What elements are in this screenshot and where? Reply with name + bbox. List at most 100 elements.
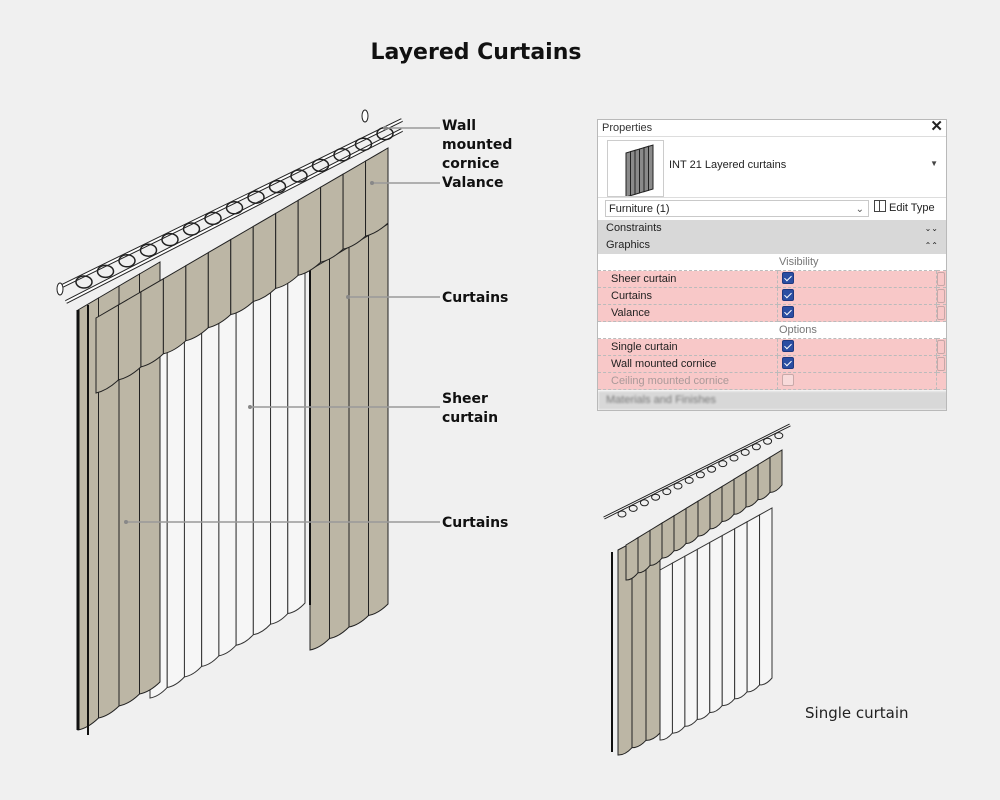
- param-row-wall-mounted-cornice: Wall mounted cornice: [598, 355, 946, 373]
- valance-pleat: [275, 199, 299, 290]
- expand-icon: ⌄⌄: [924, 224, 938, 233]
- curtain-ring: [75, 275, 93, 289]
- small-curtain-ring: [763, 437, 773, 445]
- param-label: Wall mounted cornice: [598, 355, 778, 373]
- group-visibility: Visibility: [598, 254, 946, 271]
- properties-header: Properties ✕: [598, 120, 946, 137]
- properties-panel: Properties ✕ INT 21 Layered curtains ▼ F…: [597, 119, 947, 411]
- sheer-curtain-pleat: [270, 272, 289, 625]
- valance-pleat: [252, 212, 277, 303]
- param-label: Ceiling mounted cornice: [598, 372, 778, 390]
- param-row-valance: Valance: [598, 304, 946, 322]
- checkbox-valance[interactable]: [781, 306, 794, 318]
- leader-dot: [346, 295, 350, 299]
- left-curtain-pleat: [139, 261, 161, 695]
- sheer-curtain-pleat: [252, 283, 272, 636]
- small-valance-pleat: [745, 463, 759, 508]
- associate-parameter-button[interactable]: [936, 356, 945, 371]
- thumb-curtain-pleat: [630, 149, 636, 197]
- thumb-curtain-pleat: [625, 150, 631, 198]
- small-sheer-curtain-pleat: [684, 548, 698, 727]
- section-constraints[interactable]: Constraints ⌄⌄: [598, 220, 946, 237]
- category-filter-value: Furniture (1): [609, 203, 670, 215]
- param-label: Valance: [598, 304, 778, 322]
- checkbox-sheer-curtain[interactable]: [781, 272, 794, 284]
- small-valance-pleat: [757, 456, 771, 501]
- small-curtain-ring: [718, 460, 728, 468]
- small-valance-pleat: [637, 529, 651, 574]
- sheer-curtain-pleat: [201, 314, 220, 667]
- group-options-label: Options: [777, 321, 936, 339]
- section-constraints-label: Constraints: [606, 222, 662, 234]
- curtain-ring: [268, 179, 287, 194]
- small-sheer-curtain-pleat: [709, 534, 723, 713]
- label-curtains-bottom: Curtains: [442, 515, 509, 531]
- curtain-ring: [247, 190, 265, 204]
- small-sheer-curtain-pleat: [659, 562, 673, 741]
- leader-dot: [370, 181, 374, 185]
- curtain-ring: [204, 211, 222, 226]
- small-curtain-ring: [617, 510, 627, 518]
- small-curtain-ring: [707, 465, 717, 473]
- valance-pleat: [365, 147, 389, 237]
- type-selector[interactable]: INT 21 Layered curtains ▼: [598, 137, 946, 198]
- small-sheer-curtain-pleat: [759, 507, 773, 686]
- param-row-curtains: Curtains: [598, 287, 946, 305]
- section-materials-and-finishes[interactable]: Materials and Finishes: [598, 391, 946, 410]
- rod-finial: [56, 282, 64, 296]
- small-curtain-ring: [740, 448, 750, 456]
- param-row-single-curtain: Single curtain: [598, 338, 946, 356]
- properties-title: Properties: [602, 122, 653, 134]
- close-icon[interactable]: ✕: [930, 119, 943, 135]
- small-valance-pleat: [661, 514, 675, 559]
- label-valance: Valance: [442, 175, 504, 191]
- valance-pleat: [140, 277, 164, 368]
- associate-parameter-button[interactable]: [936, 288, 945, 303]
- associate-parameter-button[interactable]: [936, 271, 945, 286]
- small-valance-pleat: [733, 471, 747, 515]
- small-valance-pleat: [697, 492, 711, 537]
- layered-curtains-drawing: [56, 109, 403, 735]
- right-curtain-pleat: [348, 234, 369, 628]
- leader-dot: [383, 126, 387, 130]
- small-curtain-ring: [695, 471, 705, 479]
- checkbox-ceiling-mounted-cornice[interactable]: [781, 374, 794, 386]
- small-valance-pleat: [769, 449, 783, 493]
- section-graphics-label: Graphics: [606, 239, 651, 251]
- checkbox-wall-mounted-cornice[interactable]: [781, 357, 794, 369]
- valance-pleat: [117, 290, 142, 381]
- small-valance-pleat: [721, 478, 735, 523]
- associate-parameter-button[interactable]: [936, 339, 945, 354]
- small-curtain-ring: [751, 443, 761, 451]
- type-thumbnail: [607, 140, 664, 198]
- thumb-curtain-pleat: [634, 148, 640, 196]
- group-options: Options: [598, 321, 946, 339]
- label-sheer-curtain: Sheer curtain: [442, 391, 499, 426]
- small-valance-pleat: [673, 507, 687, 552]
- small-curtain-ring: [651, 493, 661, 501]
- chevron-down-icon: ⌄: [855, 204, 864, 215]
- valance-pleat: [207, 238, 232, 329]
- curtain-rod: [65, 129, 403, 303]
- graphics-parameters-table: Visibility Sheer curtain Curtains Valanc…: [598, 254, 946, 390]
- edit-type-button[interactable]: Edit Type: [874, 200, 935, 217]
- edit-type-icon: [874, 200, 886, 212]
- checkbox-single-curtain[interactable]: [781, 340, 794, 352]
- dropdown-arrow-icon[interactable]: ▼: [930, 159, 938, 168]
- thumb-curtain-pleat: [648, 144, 654, 192]
- label-wall-mounted-cornice: Wall mounted cornice: [442, 118, 513, 172]
- small-curtain-ring: [628, 504, 638, 512]
- category-filter-select[interactable]: Furniture (1) ⌄: [605, 200, 869, 217]
- thumb-curtain-pleat: [639, 146, 645, 194]
- sheer-curtain-pleat: [183, 325, 203, 678]
- thumb-curtain-pleat: [643, 145, 649, 193]
- checkbox-curtains[interactable]: [781, 289, 794, 301]
- small-valance-pleat: [685, 500, 699, 544]
- rod-finial: [361, 109, 369, 123]
- caption-single-curtain: Single curtain: [805, 704, 909, 722]
- section-graphics[interactable]: Graphics ⌃⌃: [598, 237, 946, 254]
- valance-pleat: [185, 251, 209, 342]
- param-row-ceiling-mounted-cornice: Ceiling mounted cornice: [598, 372, 946, 390]
- associate-parameter-button[interactable]: [936, 305, 945, 320]
